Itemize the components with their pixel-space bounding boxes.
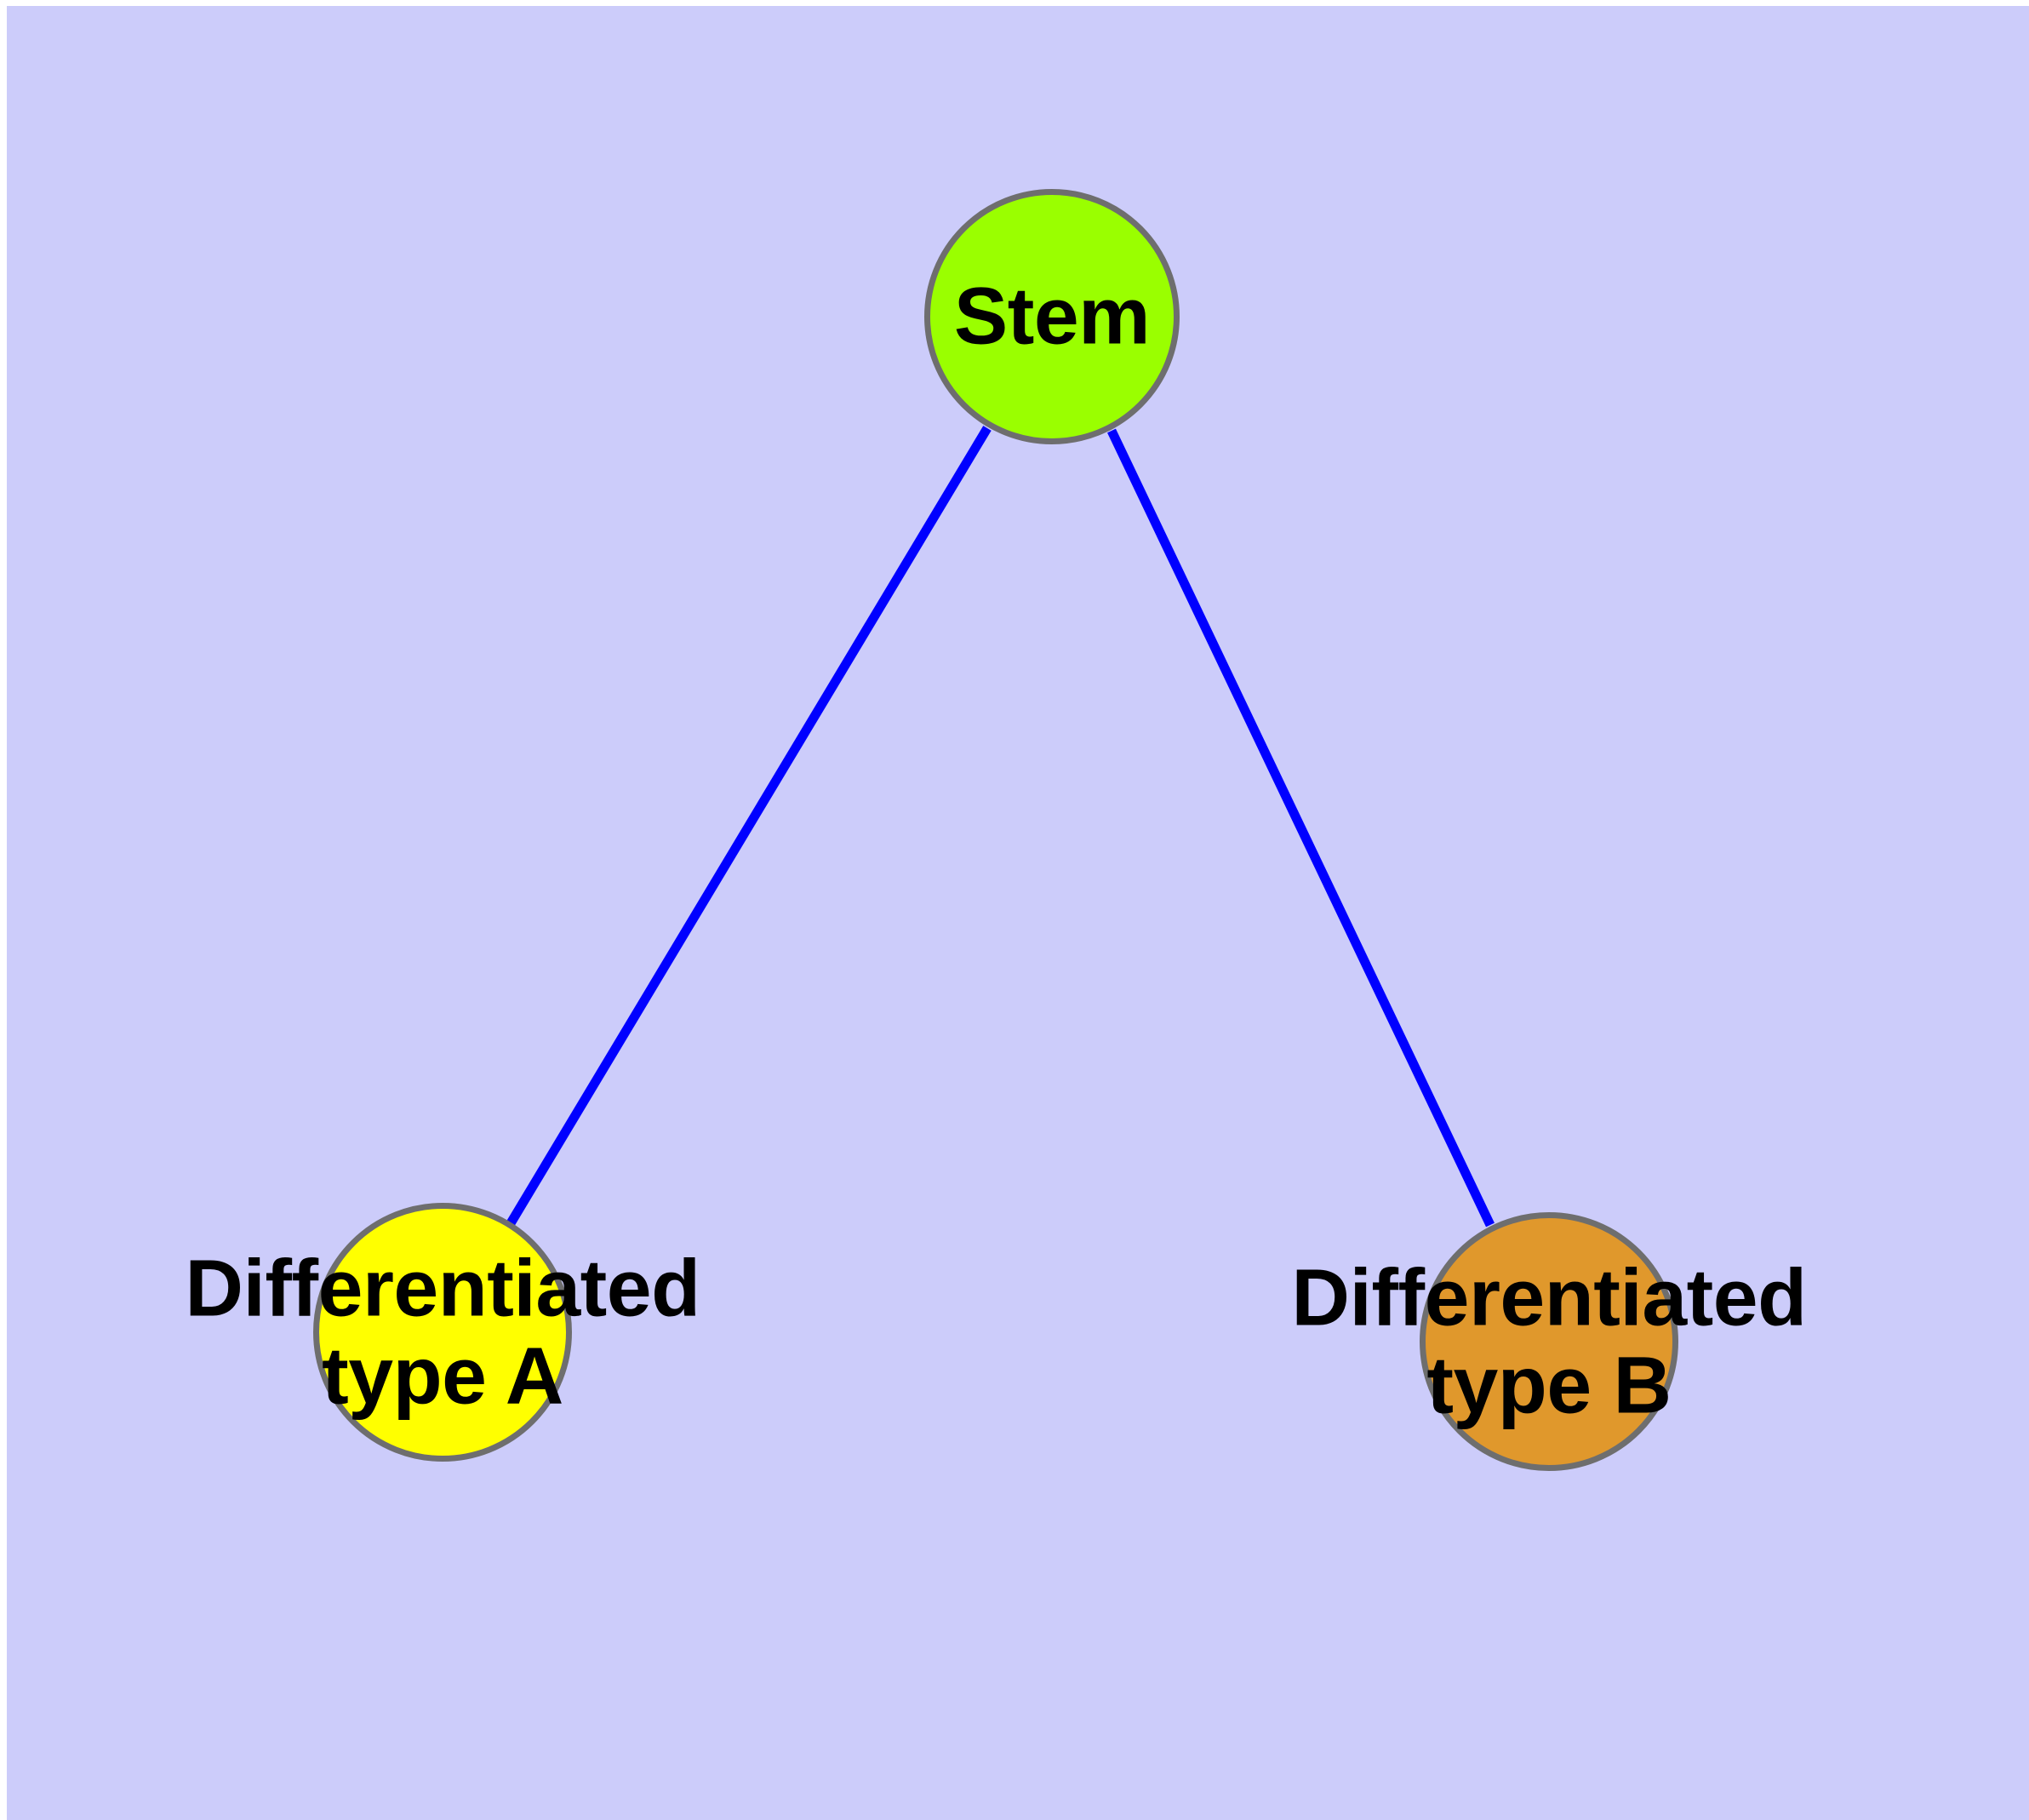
node-differentiated-type-a-label: Differentiated type A	[185, 1243, 700, 1421]
node-differentiated-type-b[interactable]: Differentiated type B	[1291, 1212, 1807, 1471]
node-differentiated-type-b-label: Differentiated type B	[1291, 1252, 1807, 1430]
diagram-plot-area: Stem Differentiated type A Differentiate…	[7, 6, 2029, 1820]
edge-stem-to-type-b	[1107, 428, 1495, 1228]
node-differentiated-type-a[interactable]: Differentiated type A	[185, 1203, 700, 1462]
node-stem[interactable]: Stem	[924, 189, 1180, 444]
node-stem-label: Stem	[953, 271, 1151, 362]
edge-stem-to-type-a	[506, 426, 992, 1226]
